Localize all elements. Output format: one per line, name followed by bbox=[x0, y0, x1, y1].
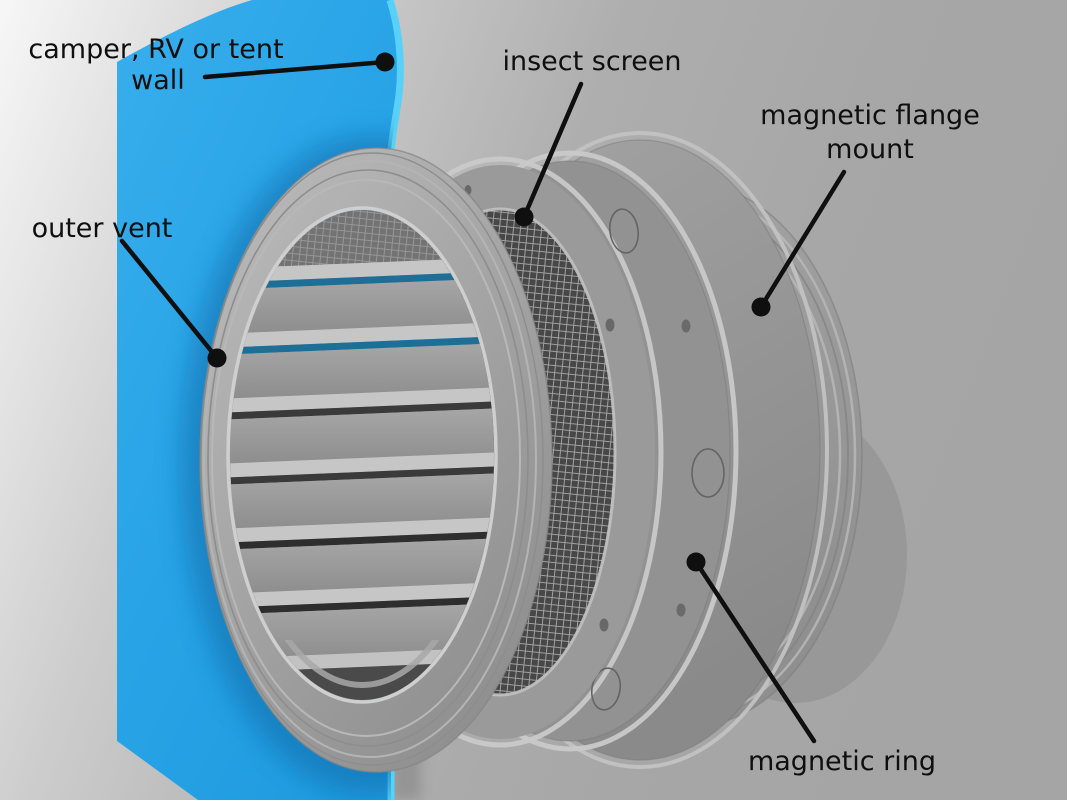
label-insect-screen: insect screen bbox=[502, 46, 681, 77]
label-flange-line2: mount bbox=[826, 134, 914, 165]
leader-insect-screen bbox=[521, 81, 584, 220]
label-magnetic-ring: magnetic ring bbox=[748, 746, 936, 777]
louver-gap-blue bbox=[230, 335, 494, 356]
louver-gap bbox=[230, 530, 494, 551]
louver-gap bbox=[230, 595, 494, 616]
louver-gap-blue bbox=[230, 270, 494, 291]
label-outer-vent: outer vent bbox=[32, 213, 173, 244]
louver-face bbox=[230, 472, 494, 530]
magnet-seat-circle bbox=[609, 208, 639, 254]
louver-face bbox=[230, 342, 494, 400]
vent-rim-ridges bbox=[200, 152, 544, 766]
leader-wall bbox=[202, 59, 388, 80]
label-flange-line1: magnetic flange bbox=[760, 100, 980, 131]
rim-ridge bbox=[203, 160, 537, 758]
wall-edge-highlight bbox=[386, 0, 404, 800]
louver-edge bbox=[230, 516, 494, 544]
louver-face bbox=[230, 407, 494, 465]
leader-outer-vent bbox=[119, 238, 220, 361]
louver-edge bbox=[230, 321, 494, 349]
leader-dot-insect-screen bbox=[514, 207, 534, 227]
leader-dot-magnetic-ring bbox=[686, 552, 706, 572]
label-wall-line1: camper, RV or tent bbox=[28, 34, 283, 65]
leader-magnetic-ring bbox=[693, 559, 817, 744]
louver-edge bbox=[230, 386, 494, 414]
magnet-seat-circle bbox=[590, 667, 622, 711]
louver-face bbox=[230, 277, 494, 335]
louver-edge bbox=[230, 451, 494, 479]
leader-dot-outer-vent bbox=[207, 348, 227, 368]
leader-flange-mount bbox=[758, 169, 847, 310]
screw-hole bbox=[676, 603, 686, 617]
opening-bottom-lip bbox=[235, 640, 489, 688]
screen-hole bbox=[605, 318, 615, 332]
louver-gap bbox=[230, 400, 494, 421]
outer-vent bbox=[199, 147, 553, 773]
rim-ridge bbox=[207, 169, 529, 747]
label-wall-line2: wall bbox=[131, 65, 185, 96]
louver-face bbox=[230, 537, 494, 595]
rim-ridge bbox=[200, 152, 544, 766]
rim-outer-edge bbox=[199, 147, 553, 773]
rim-inner-lip bbox=[226, 206, 498, 704]
louver-edge bbox=[230, 581, 494, 609]
screen-hole bbox=[599, 618, 609, 632]
rim-ridge bbox=[211, 179, 521, 737]
leader-dot-flange-mount bbox=[751, 297, 771, 317]
magnet-seat-circle bbox=[691, 448, 725, 498]
annotations: camper, RV or tent wall insect screen ma… bbox=[28, 34, 979, 777]
screw-hole bbox=[681, 319, 691, 333]
leader-dot-wall bbox=[375, 52, 395, 72]
louver-gap bbox=[230, 465, 494, 486]
